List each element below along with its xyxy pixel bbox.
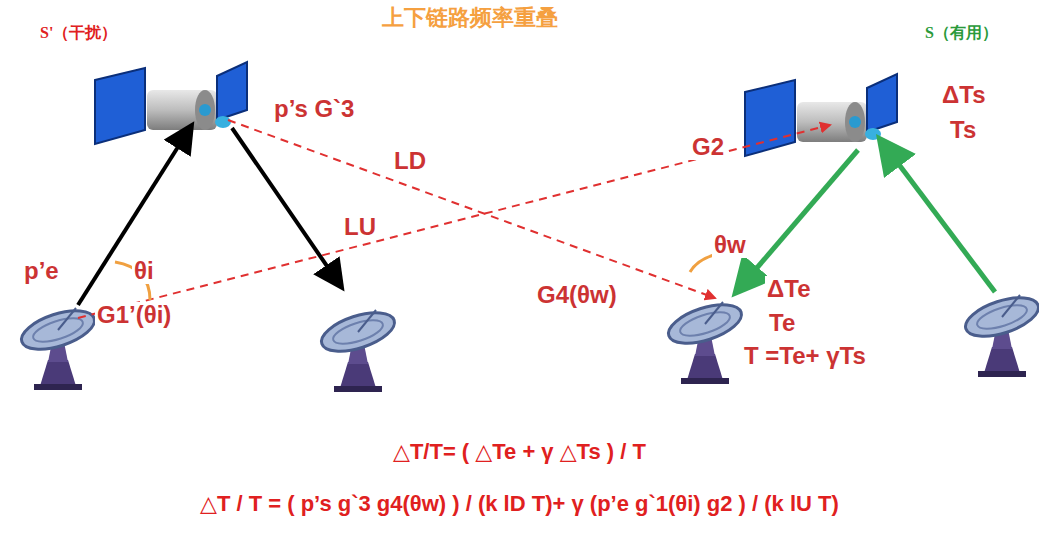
downlink-loss: LD bbox=[392, 148, 428, 174]
earth-antenna-gain: G4(θw) bbox=[535, 282, 619, 308]
system-noise-formula: T =Te+ γTs bbox=[742, 343, 868, 369]
formula: △T / T = ( p’s g`3 g4(θw) ) / (k lD T)+ … bbox=[200, 492, 839, 516]
earth-noise-increase: ΔTe bbox=[765, 276, 812, 302]
satellite-gain: G2 bbox=[690, 134, 726, 160]
downlink-eirp: p’s G`3 bbox=[272, 96, 356, 122]
offaxis-angle: θw bbox=[712, 232, 748, 258]
title: 上下链路频率重叠 bbox=[382, 6, 558, 30]
satellite-noise-temp: Ts bbox=[948, 117, 978, 143]
earth-noise-temp: Te bbox=[767, 310, 797, 336]
formula: △T/T= ( △Te + γ △Ts ) / T bbox=[393, 440, 646, 464]
interferer-name: S'（干扰） bbox=[40, 24, 117, 42]
uplink-loss: LU bbox=[342, 214, 378, 240]
earth-antenna-gain: G1’(θi) bbox=[95, 302, 173, 328]
earth-eirp: p’e bbox=[22, 258, 61, 284]
satellite-noise-increase: ΔTs bbox=[940, 82, 987, 108]
offaxis-angle: θi bbox=[132, 258, 156, 284]
wanted-name: S（有用） bbox=[925, 24, 998, 42]
